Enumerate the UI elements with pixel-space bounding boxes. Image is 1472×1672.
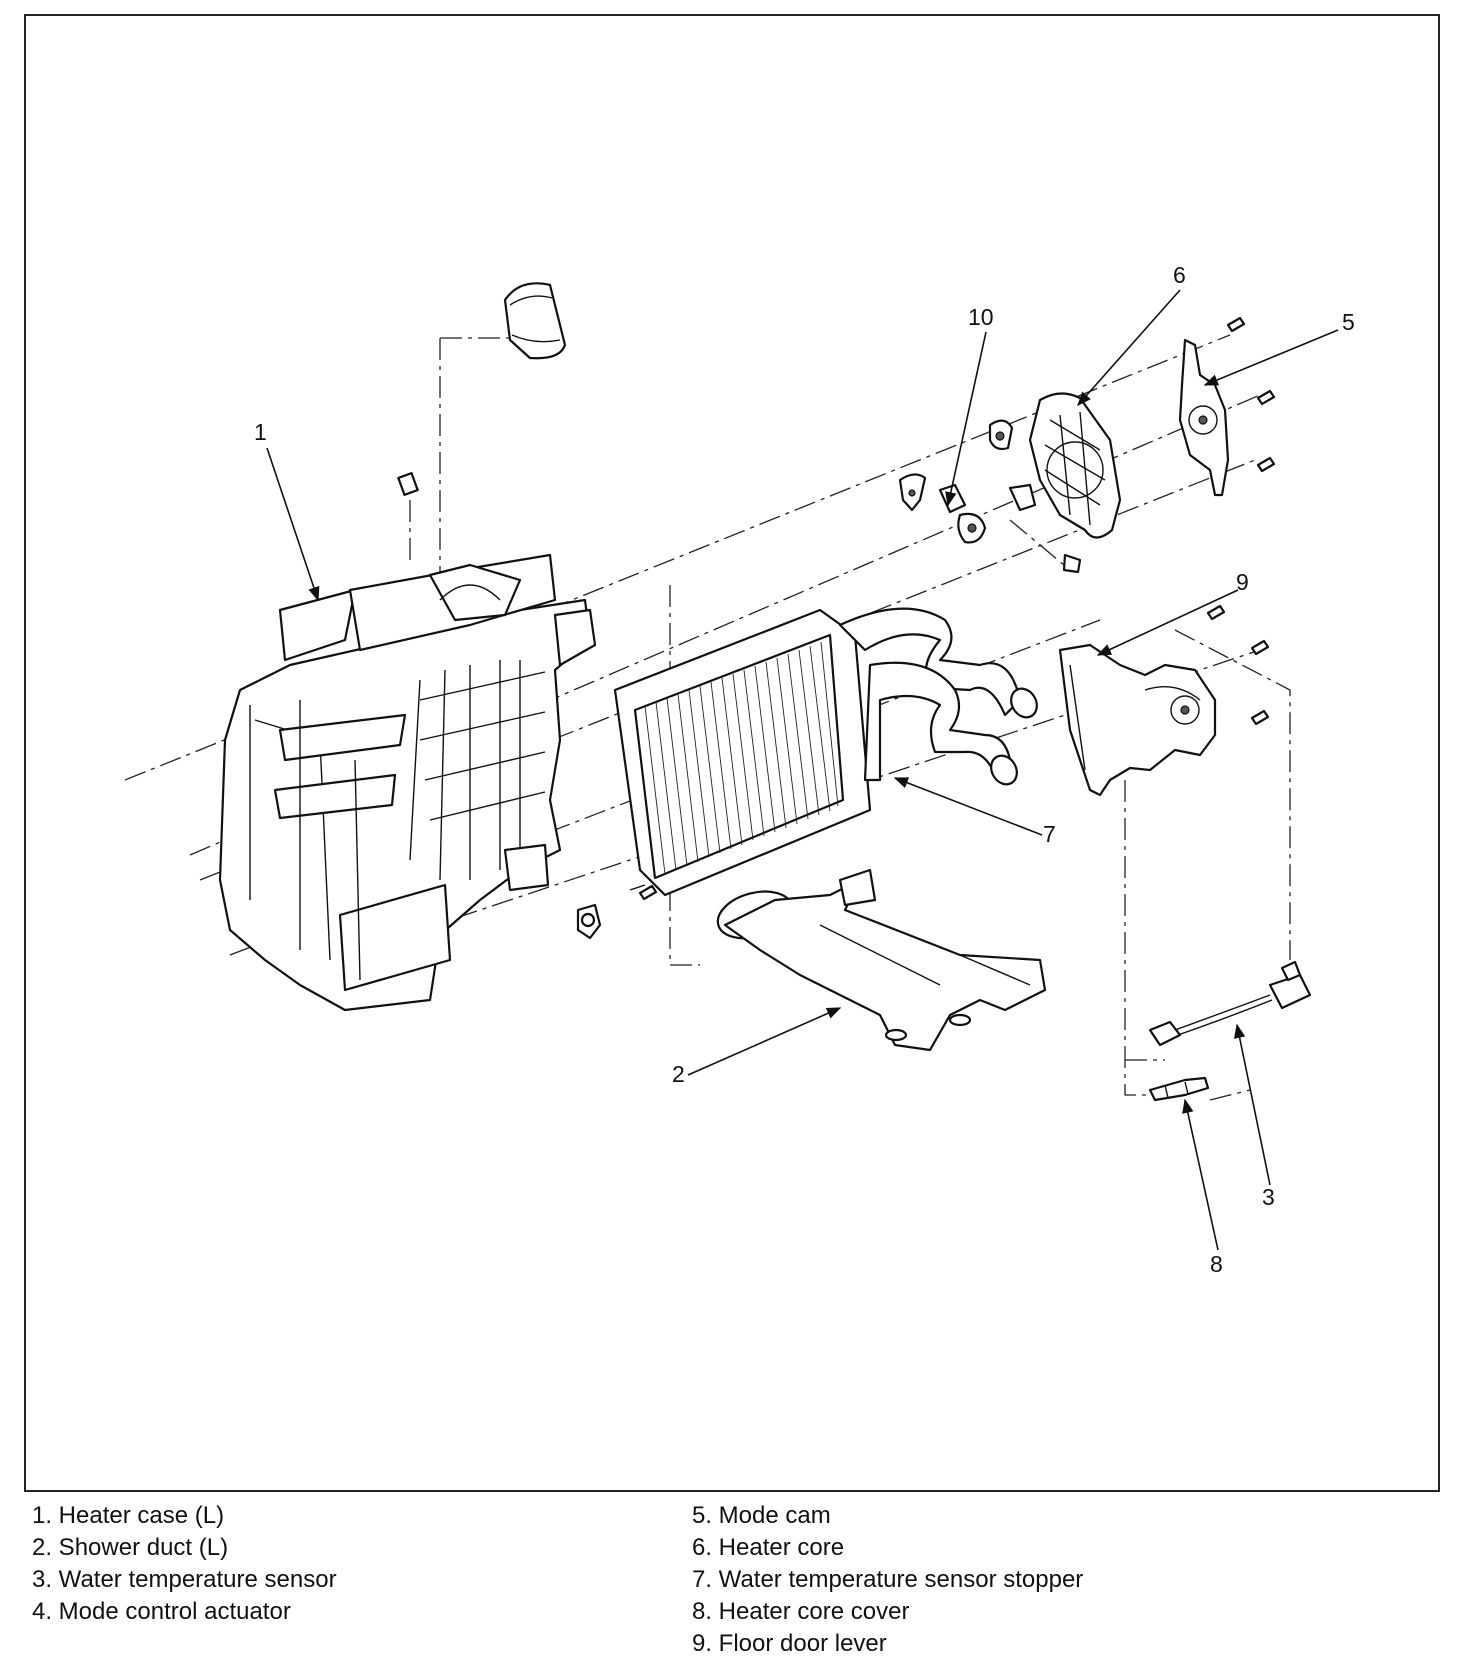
callout-5: 5 <box>1342 309 1355 335</box>
screws <box>638 316 1276 901</box>
heater-core-cover-part <box>1148 1076 1210 1102</box>
legend-item-2: 2. Shower duct (L) <box>32 1534 229 1561</box>
callout-8: 8 <box>1210 1251 1223 1277</box>
leader-lines <box>266 289 1339 1251</box>
callout-6: 6 <box>1173 262 1186 288</box>
exploded-view-diagram: 1 2 3 5 6 7 8 9 10 <box>124 262 1355 1277</box>
callout-7: 7 <box>1043 821 1056 847</box>
callout-9: 9 <box>1236 569 1249 595</box>
floor-door-lever-part <box>1058 643 1217 797</box>
callout-labels: 1 2 3 5 6 7 8 9 10 <box>254 262 1355 1277</box>
shower-duct-part <box>716 868 1047 1052</box>
mode-gear-plate <box>1028 392 1122 539</box>
callout-10: 10 <box>968 304 994 330</box>
legend-item-5: 5. Mode cam <box>692 1502 831 1529</box>
callout-1: 1 <box>254 419 267 445</box>
legend-item-3: 3. Water temperature sensor <box>32 1566 337 1593</box>
legend-item-4: 4. Mode control actuator <box>32 1598 291 1625</box>
callout-2: 2 <box>672 1061 685 1087</box>
legend-item-1: 1. Heater case (L) <box>32 1502 225 1529</box>
heater-core-fins <box>644 641 839 875</box>
water-temp-sensor-part <box>1148 960 1312 1047</box>
clip-fastener <box>397 472 419 496</box>
heater-core-part <box>613 607 1038 897</box>
diagram-frame <box>24 14 1440 1492</box>
legend-item-7: 7. Water temperature sensor stopper <box>692 1566 1084 1593</box>
sensor-stopper-part <box>576 884 646 940</box>
top-duct-piece <box>503 282 567 360</box>
legend-item-6: 6. Heater core <box>692 1534 845 1561</box>
callout-3: 3 <box>1262 1184 1275 1210</box>
legend-item-9: 9. Floor door lever <box>692 1630 887 1657</box>
legend-left-column: 1. Heater case (L) 2. Shower duct (L) 3.… <box>32 1500 337 1628</box>
legend-right-column: 5. Mode cam 6. Heater core 7. Water temp… <box>692 1500 1083 1660</box>
heater-case-part <box>218 472 597 1012</box>
mode-cam-part <box>1178 338 1230 497</box>
legend-item-8: 8. Heater core cover <box>692 1598 910 1625</box>
